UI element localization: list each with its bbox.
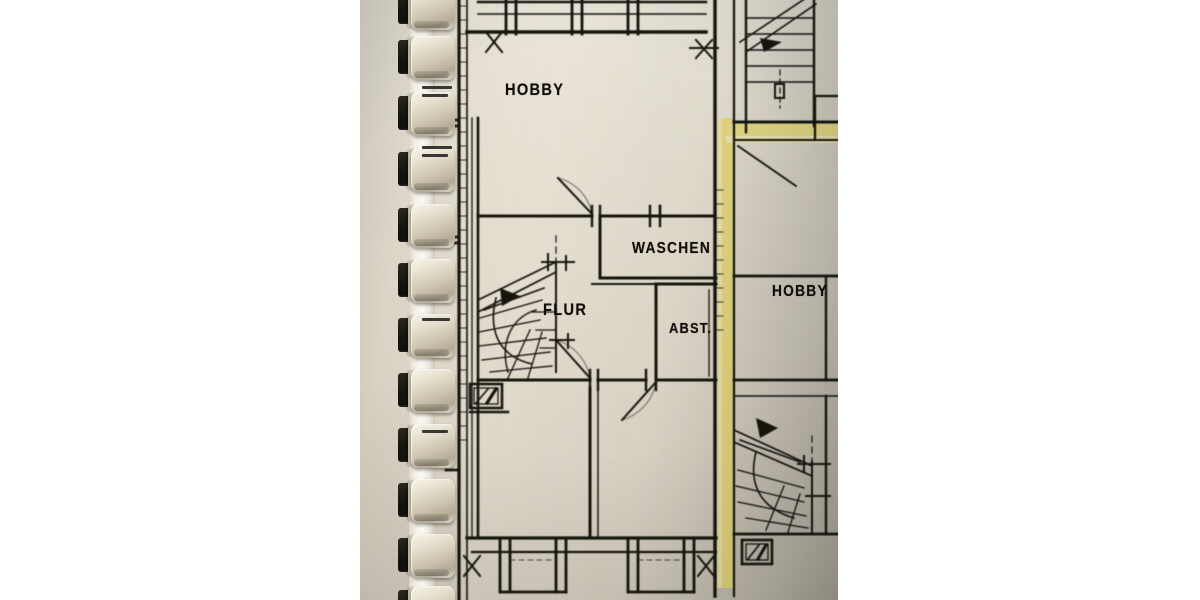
floor-plan-drawing: HOBBY WASCHEN FLUR ABST. HOBBY bbox=[360, 0, 838, 600]
binding-coil bbox=[398, 259, 456, 303]
binding-coil bbox=[398, 92, 456, 136]
highlighter-marks bbox=[717, 118, 838, 588]
binding-coil bbox=[398, 369, 456, 413]
binding-coil bbox=[398, 479, 456, 523]
binding-coil bbox=[398, 586, 456, 600]
coil-ring bbox=[411, 479, 455, 523]
letterbox-left bbox=[0, 0, 360, 600]
coil-ring bbox=[411, 259, 455, 303]
room-label-abstellraum: ABST. bbox=[669, 320, 713, 337]
spiral-binding bbox=[360, 0, 465, 600]
punch-slot bbox=[422, 318, 450, 321]
punch-slot bbox=[422, 94, 448, 97]
binding-coil bbox=[398, 36, 456, 80]
binding-coil bbox=[398, 534, 456, 578]
coil-ring bbox=[411, 369, 455, 413]
floor-plan-photograph: HOBBY WASCHEN FLUR ABST. HOBBY bbox=[360, 0, 838, 600]
punch-slot bbox=[422, 146, 452, 149]
coil-ring bbox=[411, 314, 455, 358]
room-label-flur: FLUR bbox=[543, 300, 588, 319]
ink-linework bbox=[444, 0, 838, 600]
binding-coil bbox=[398, 0, 456, 30]
room-label-hobby-right: HOBBY bbox=[772, 283, 828, 300]
coil-ring bbox=[411, 534, 455, 578]
binding-coil bbox=[398, 314, 456, 358]
coil-ring bbox=[411, 36, 455, 80]
binding-coil bbox=[398, 204, 456, 248]
coil-ring bbox=[411, 92, 455, 136]
punch-slot bbox=[422, 430, 448, 433]
room-label-hobby-upper: HOBBY bbox=[505, 80, 565, 99]
coil-ring bbox=[411, 586, 455, 600]
coil-ring bbox=[411, 204, 455, 248]
room-label-waschen: WASCHEN bbox=[632, 240, 712, 257]
punch-slot bbox=[422, 154, 448, 157]
coil-ring bbox=[411, 0, 455, 30]
punch-slot bbox=[422, 86, 452, 89]
letterbox-right bbox=[838, 0, 1200, 600]
